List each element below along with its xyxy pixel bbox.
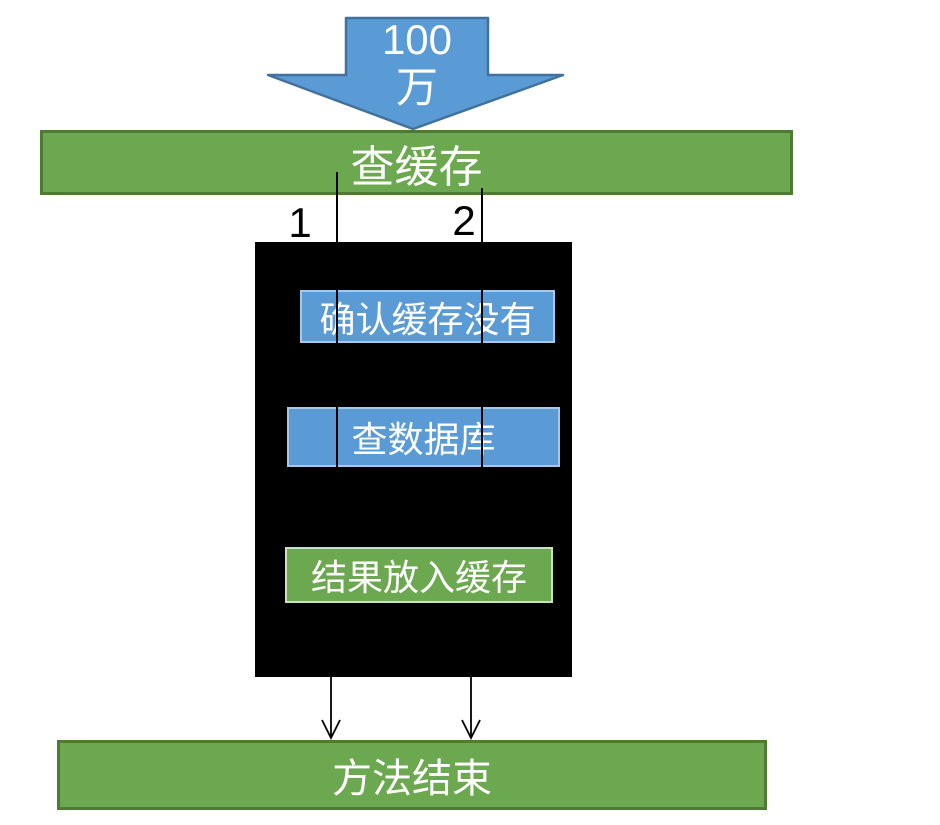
traffic-arrow-label-line1: 100 <box>381 16 453 63</box>
thread-2-label: 2 <box>452 197 476 244</box>
exit-arrow-2 <box>461 677 481 741</box>
method-end-bar: 方法结束 <box>57 740 767 810</box>
put-result-in-cache-box: 结果放入缓存 <box>285 547 553 603</box>
confirm-cache-miss-box: 确认缓存没有 <box>300 290 555 343</box>
put-result-in-cache-label: 结果放入缓存 <box>310 557 527 598</box>
traffic-arrow-label: 100 万 <box>346 16 488 126</box>
exit-arrow-1 <box>321 677 341 741</box>
check-cache-bar: 查缓存 <box>40 130 793 195</box>
confirm-cache-miss-label: 确认缓存没有 <box>319 298 536 340</box>
thread-1-label: 1 <box>288 199 312 246</box>
traffic-arrow-label-line2: 万 <box>395 64 438 111</box>
method-end-label: 方法结束 <box>332 757 492 801</box>
query-database-label: 查数据库 <box>351 419 496 460</box>
query-database-box: 查数据库 <box>287 407 560 467</box>
check-cache-label: 查缓存 <box>350 142 483 192</box>
